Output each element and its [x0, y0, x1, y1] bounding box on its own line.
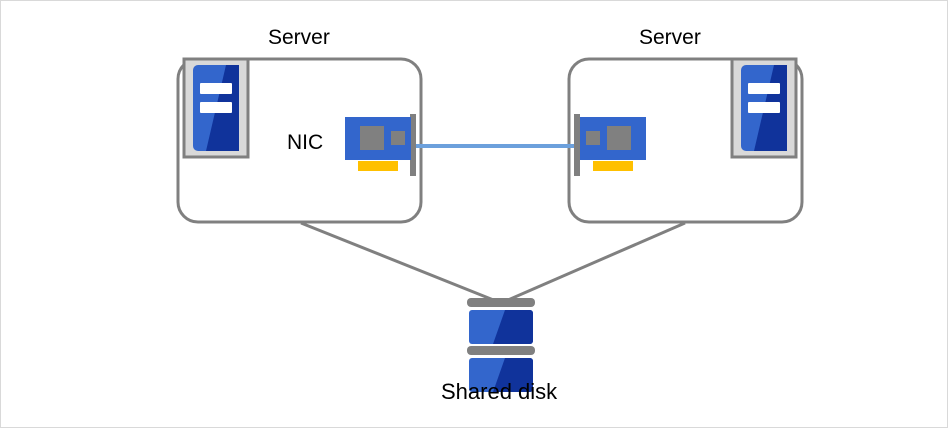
link-server-left-to-disk	[300, 221, 502, 305]
server-left-label: Server	[268, 26, 330, 49]
shared-disk-label: Shared disk	[441, 379, 558, 404]
nic-bracket-left-server	[410, 114, 416, 176]
disk-band-top	[467, 298, 535, 307]
nic-connector-right	[593, 161, 633, 171]
nic-chip-small-right	[586, 131, 600, 145]
shared-disk[interactable]	[467, 298, 535, 392]
nic-chip-small-left	[391, 131, 405, 145]
server-right-front-panel-icon	[730, 57, 798, 159]
server-right-nic[interactable]	[574, 114, 646, 176]
nic-bracket-right-server	[574, 114, 580, 176]
disk-platter-upper	[469, 310, 533, 344]
disk-band-middle	[467, 346, 535, 355]
server-right-label: Server	[639, 26, 701, 49]
nic-connector-left	[358, 161, 398, 171]
server-right[interactable]	[567, 57, 804, 224]
server-left-nic[interactable]	[345, 114, 416, 176]
nic-chip-large-right	[607, 126, 631, 150]
nic-label: NIC	[287, 131, 324, 154]
link-server-right-to-disk	[500, 221, 686, 305]
nic-chip-large-left	[360, 126, 384, 150]
server-left-front-panel-icon	[182, 57, 250, 159]
disk-platter-lower	[469, 358, 533, 392]
server-left[interactable]	[176, 57, 423, 224]
